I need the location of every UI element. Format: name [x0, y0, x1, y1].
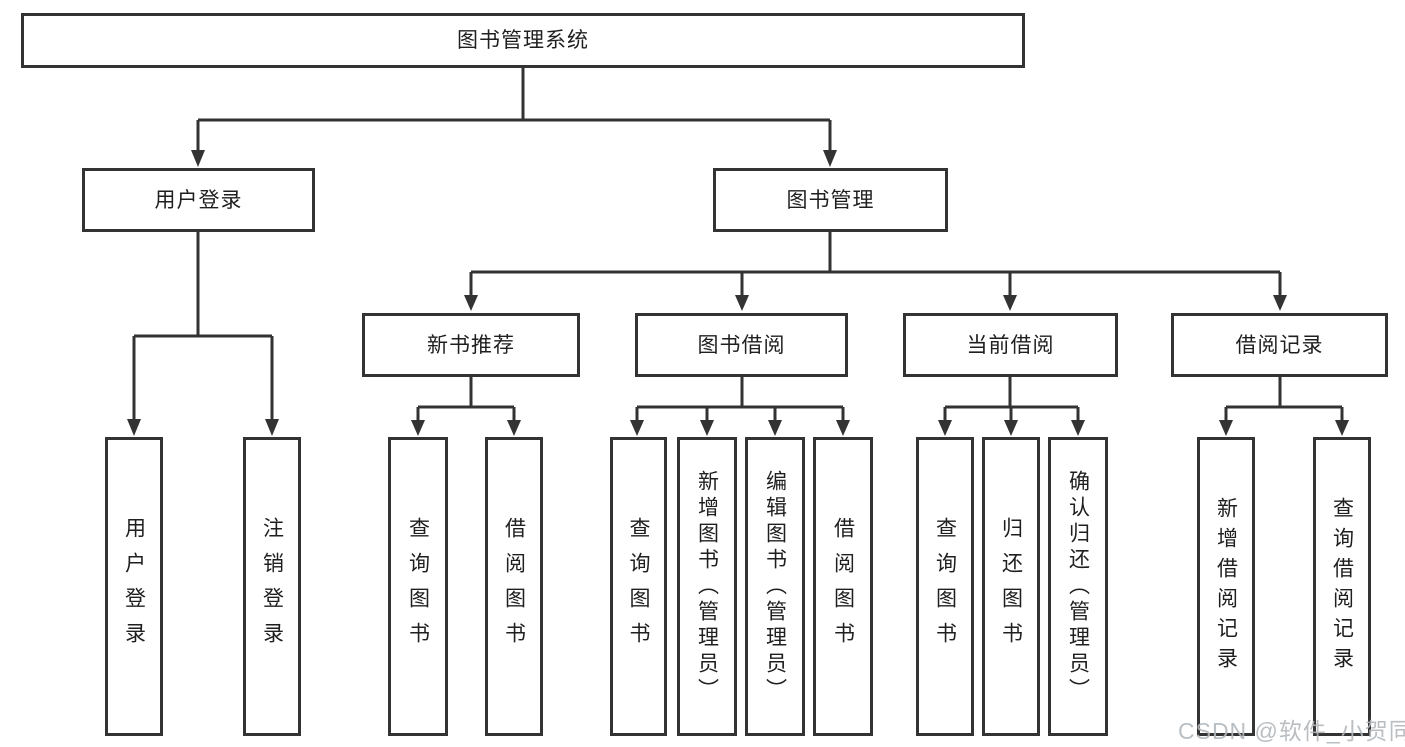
node-book-borrowing: 图书借阅	[635, 313, 848, 377]
arrowhead	[1071, 420, 1085, 436]
leaf-current-confirm-return-admin: 确认归还（管理员）	[1048, 437, 1108, 736]
connector-mgmt-to-level3	[469, 232, 1282, 296]
connector-lines	[132, 68, 1344, 421]
arrowhead	[1003, 295, 1017, 311]
connector-login-to-leaves	[132, 232, 274, 420]
node-current-borrowing: 当前借阅	[903, 313, 1118, 377]
leaf-history-query-record: 查询借阅记录	[1313, 437, 1371, 736]
connector-borrow-to-leaves	[635, 377, 845, 421]
leaf-borrow-add-books-admin: 新增图书（管理员）	[677, 437, 737, 736]
connector-history-to-leaves	[1224, 377, 1344, 421]
leaf-borrow-borrow-books: 借阅图书	[813, 437, 873, 736]
node-book-management: 图书管理	[713, 168, 948, 232]
arrowhead	[1335, 420, 1349, 436]
node-borrow-records: 借阅记录	[1171, 313, 1388, 377]
node-root: 图书管理系统	[21, 13, 1025, 68]
arrowhead	[1273, 295, 1287, 311]
connector-root-to-level2	[196, 68, 832, 151]
arrowhead	[464, 295, 478, 311]
leaf-borrow-edit-books-admin: 编辑图书（管理员）	[745, 437, 805, 736]
arrowhead	[938, 420, 952, 436]
arrowhead	[265, 419, 279, 436]
arrowhead	[836, 420, 850, 436]
leaf-history-add-record: 新增借阅记录	[1197, 437, 1255, 736]
arrowhead	[191, 150, 205, 167]
arrowhead	[823, 150, 837, 167]
leaf-rec-query-books: 查询图书	[388, 437, 448, 736]
leaf-borrow-query-books: 查询图书	[610, 437, 667, 736]
leaf-rec-borrow-books: 借阅图书	[485, 437, 543, 736]
leaf-logout: 注销登录	[243, 437, 301, 736]
arrowhead	[1004, 420, 1018, 436]
arrowhead	[411, 420, 425, 436]
arrowhead	[700, 420, 714, 436]
arrowhead	[507, 420, 521, 436]
arrowhead	[1219, 420, 1233, 436]
node-new-book-recommend: 新书推荐	[362, 313, 580, 377]
connector-current-to-leaves	[943, 377, 1080, 421]
arrowhead	[768, 420, 782, 436]
arrowhead	[735, 295, 749, 311]
leaf-current-return-books: 归还图书	[982, 437, 1040, 736]
node-user-login: 用户登录	[82, 168, 315, 232]
arrowheads	[127, 150, 1349, 436]
leaf-user-login: 用户登录	[105, 437, 163, 736]
arrowhead	[630, 420, 644, 436]
connector-rec-to-leaves	[416, 377, 516, 421]
leaf-current-query-books: 查询图书	[916, 437, 974, 736]
arrowhead	[127, 419, 141, 436]
watermark: CSDN @软件_小贺同学	[1178, 718, 1405, 744]
